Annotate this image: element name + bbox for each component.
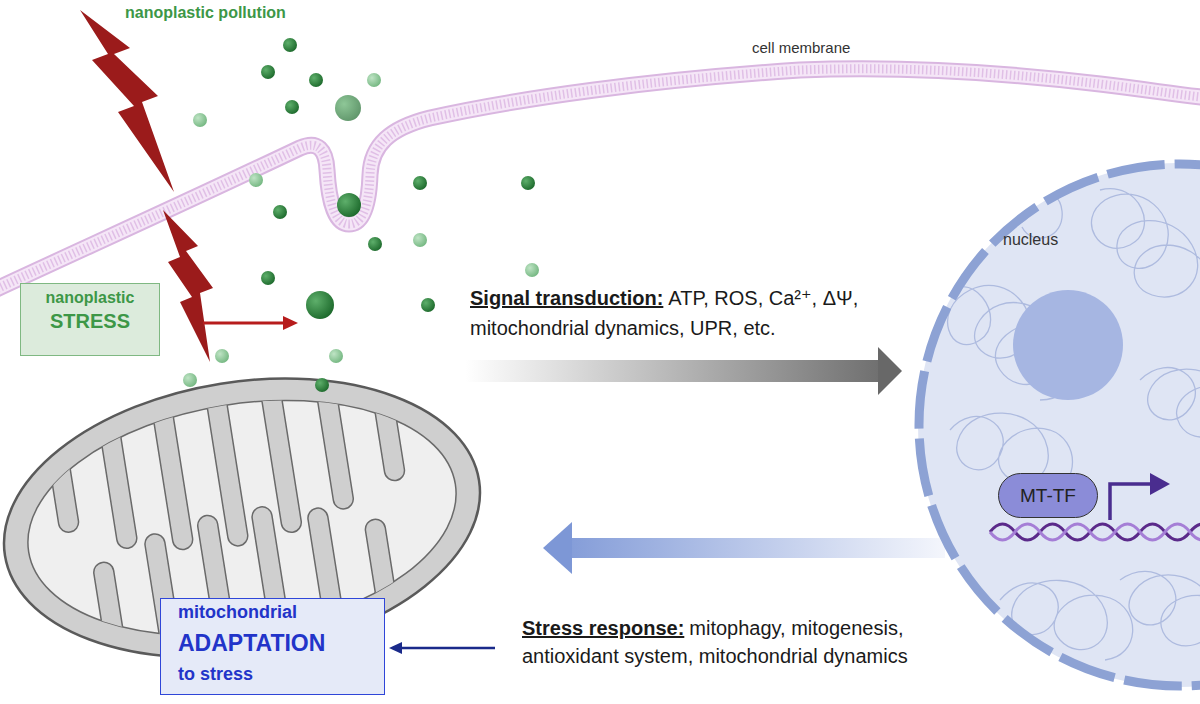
particle [329,349,343,363]
particle [309,73,323,87]
crista [365,346,406,482]
chromatin-strand [1091,189,1200,315]
particle [283,38,297,52]
pollution-label: nanoplastic pollution [125,3,425,23]
adaptation-box: mitochondrialADAPTATION to stress [160,598,385,695]
nucleus-interior [918,163,1200,687]
arrow-shaft [570,538,945,558]
particle [261,65,275,79]
particle [193,113,207,127]
particle [421,298,435,312]
lightning-bolt [163,210,213,362]
cristae [39,346,432,697]
membrane-label: cell membrane [752,38,952,58]
particle [285,100,299,114]
transcription-factor-box: MT-TF [998,473,1098,518]
nucleus-shape: nucleusMT-TF [915,160,1200,690]
particle [368,237,382,251]
crista [148,380,194,551]
node-text: to stress [178,662,384,686]
chromatin-strand [1000,580,1133,660]
note-heading: Signal transduction: [470,287,663,309]
text-label: cell membrane [752,39,850,56]
arrow-head [878,347,902,395]
particle [183,373,197,387]
dna-strand [990,524,1200,540]
stress-arrow [203,316,298,330]
transcription-arrow [1110,473,1170,520]
crista [93,389,138,550]
signal-note: Signal transduction:ATP, ROS, Ca²⁺, ΔΨ, … [470,283,900,343]
inner-membrane [11,372,473,665]
arrow-head [543,522,572,574]
dna-strand [990,524,1200,540]
nuclear-envelope [919,164,1200,686]
particle [261,271,275,285]
crista [39,397,80,533]
signal-arrow [465,347,902,395]
node-text: ADAPTATION [178,627,384,659]
particle [249,173,263,187]
arrow-head [283,316,298,330]
chromatin-strand [1120,571,1200,660]
particle [413,233,427,247]
outer-membrane [0,346,500,690]
arrow-shaft [203,322,285,325]
particle [521,176,535,190]
adaptation-arrow [389,642,495,654]
arrow-head [389,642,402,654]
response-note: Stress response:mitophagy, mitogenesis, … [522,614,992,670]
nucleolus [1013,290,1123,400]
nucleoplasm [918,163,1200,687]
arrow-head [1150,473,1170,495]
chromatin-strand [1140,368,1200,437]
note-heading: Stress response: [522,617,684,639]
node-text: mitochondrial [178,600,384,624]
node-text: nanoplastic [46,288,135,308]
particle-large [335,95,361,121]
crista [311,354,355,510]
text-label: nanoplastic pollution [125,4,286,21]
particle-large [306,291,334,319]
arrow-shaft [465,360,880,382]
arrow-shaft [400,647,495,650]
response-arrow [543,522,945,574]
nanoplastic-particles [193,38,539,363]
crista [92,561,132,693]
node-text: STRESS [50,308,130,334]
node-text: nucleus [1003,230,1058,250]
particle [413,176,427,190]
lightning-bolt [80,10,174,192]
particle [367,73,381,87]
particle [315,378,329,392]
particle-large [337,193,361,217]
mitochondrion [0,334,503,704]
particle [215,349,229,363]
particle [525,263,539,277]
particle [273,205,287,219]
arrow-shaft [1110,484,1152,520]
node-text: MT-TF [1020,485,1076,507]
stress-box: nanoplasticSTRESS [20,283,160,356]
